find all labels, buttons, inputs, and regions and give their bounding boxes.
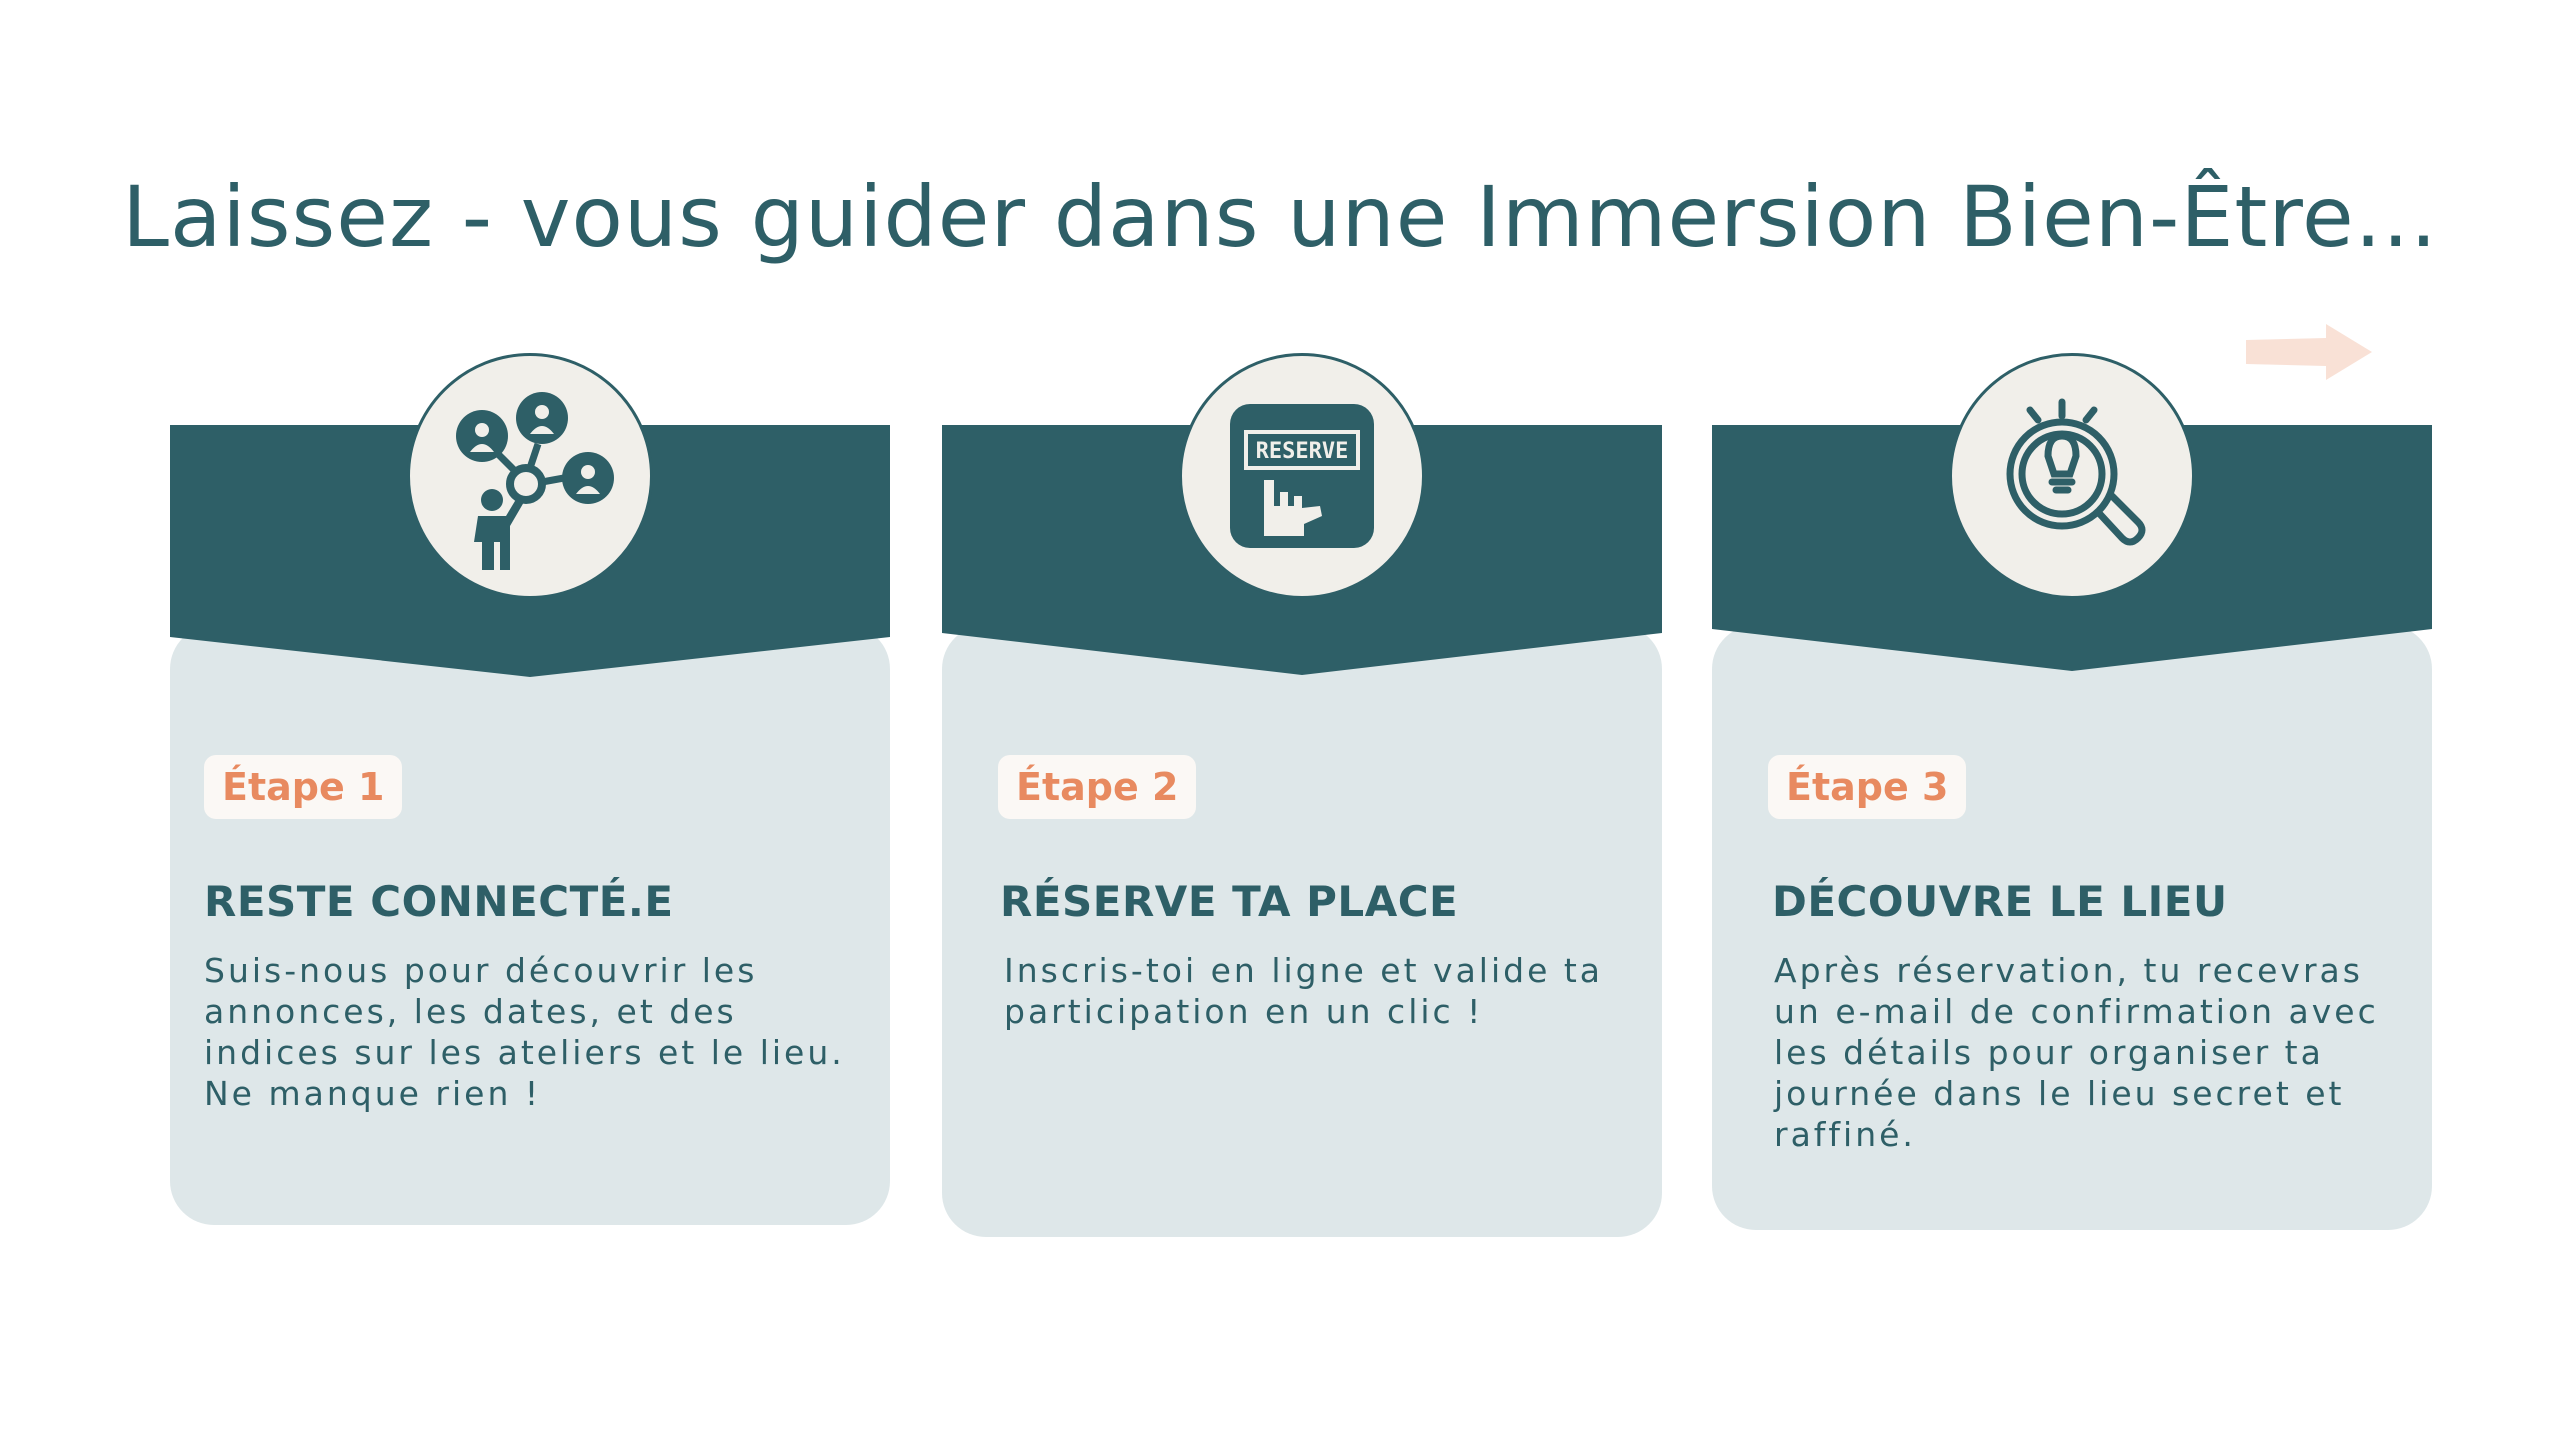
page-title: Laissez - vous guider dans une Immersion… (122, 168, 2438, 266)
step-heading: RESTE CONNECTÉ.E (204, 877, 674, 926)
icon-circle (407, 353, 653, 599)
card-body (170, 625, 890, 1225)
magnifier-lightbulb-icon (2006, 398, 2146, 546)
step-description: Suis-nous pour découvrir les annonces, l… (204, 951, 845, 1113)
card-body (1712, 625, 2432, 1230)
icon-circle (1949, 353, 2195, 599)
step-badge: Étape 1 (204, 755, 403, 819)
reserve-button-icon: RESERVE (1230, 404, 1374, 548)
reserve-label: RESERVE (1256, 439, 1349, 464)
step-card-1: Étape 1 RESTE CONNECTÉ.E Suis-nous pour … (170, 353, 890, 1225)
network-people-icon (456, 392, 614, 570)
card-body (942, 625, 1662, 1237)
step-heading: RÉSERVE TA PLACE (1000, 877, 1459, 926)
step-description: Inscris-toi en ligne et valide ta partic… (1004, 951, 1604, 1031)
step-badge: Étape 3 (1768, 755, 1967, 819)
step-card-3: Étape 3 DÉCOUVRE LE LIEU Après réservati… (1712, 353, 2432, 1230)
step-badge: Étape 2 (998, 755, 1197, 819)
step-heading: DÉCOUVRE LE LIEU (1772, 877, 2228, 926)
step-card-2: RESERVE Étape 2 RÉSERVE TA PLACE Inscris… (942, 353, 1662, 1245)
decorative-arrow-icon (2246, 324, 2372, 380)
step-description: Après réservation, tu recevras un e-mail… (1774, 951, 2379, 1154)
icon-circle: RESERVE (1179, 353, 1425, 599)
